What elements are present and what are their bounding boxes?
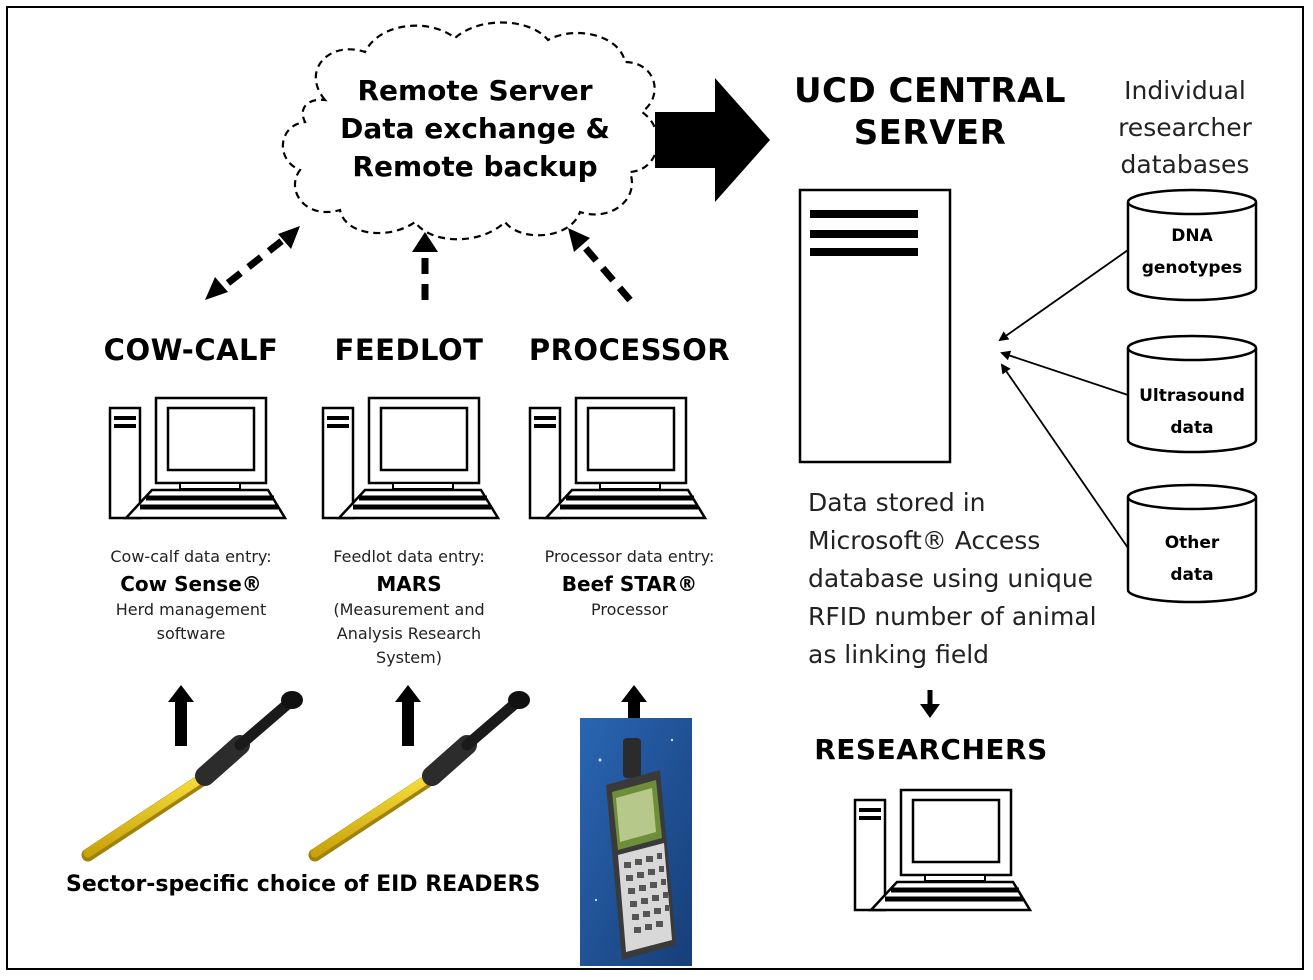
database-ultrasound-line-1: Ultrasound — [1139, 386, 1245, 406]
cloud-to-central-arrow — [655, 78, 770, 202]
dbs-line-1: Individual — [1124, 76, 1246, 105]
processor-entry: Processor data entry: — [544, 547, 715, 566]
storage-line-1: Data stored in — [808, 488, 986, 517]
feedlot-text: Feedlot data entry: MARS (Measurement an… — [305, 544, 513, 670]
cloud-label: Remote Server Data exchange & Remote bac… — [320, 72, 630, 186]
central-to-researchers-arrow — [920, 690, 940, 718]
database-cylinder-dna — [1126, 188, 1258, 302]
storage-line-2: Microsoft® Access — [808, 526, 1041, 555]
database-dna-label: DNA genotypes — [1128, 220, 1256, 284]
cloud-line-1: Remote Server — [357, 74, 593, 107]
cowcalf-reader-arrow — [168, 685, 194, 746]
processor-title: PROCESSOR — [528, 333, 731, 367]
storage-line-4: RFID number of animal — [808, 602, 1097, 631]
outer-frame — [6, 6, 1304, 970]
dbs-line-2: researcher — [1118, 113, 1252, 142]
cowcalf-text: Cow-calf data entry: Cow Sense® Herd man… — [88, 544, 294, 646]
feedlot-desc-2: Analysis Research — [336, 624, 482, 643]
cloud-line-3: Remote backup — [352, 150, 598, 183]
database-other-line-1: Other — [1164, 533, 1220, 553]
central-server-title: UCD CENTRAL SERVER — [790, 70, 1070, 154]
cowcalf-desc-1: Herd management — [115, 600, 267, 619]
processor-product: Beef STAR® — [561, 572, 698, 596]
researchers-computer-icon — [853, 788, 1033, 912]
cloud-line-2: Data exchange & — [340, 112, 610, 145]
processor-desc-1: Processor — [590, 600, 669, 619]
database-cylinder-other — [1126, 483, 1258, 604]
database-dna-line-2: genotypes — [1141, 258, 1243, 278]
feedlot-computer-icon — [321, 396, 501, 520]
eid-readers-caption: Sector-specific choice of EID READERS — [66, 872, 541, 897]
cowcalf-product: Cow Sense® — [120, 572, 262, 596]
feedlot-title: FEEDLOT — [334, 333, 484, 367]
researcher-databases-label: Individual researcher databases — [1090, 72, 1280, 183]
eid-wand-reader-1-icon — [81, 691, 303, 862]
database-cylinder-ultrasound — [1126, 334, 1258, 454]
cowcalf-entry: Cow-calf data entry: — [110, 547, 272, 566]
feedlot-product: MARS — [376, 572, 442, 596]
central-title-line-2: SERVER — [853, 113, 1007, 153]
handheld-eid-reader-icon — [580, 718, 692, 966]
feedlot-cloud-dashed-arrow — [412, 232, 438, 300]
feedlot-reader-arrow — [395, 685, 421, 746]
processor-cloud-dashed-arrow — [568, 228, 633, 303]
cowcalf-cloud-dashed-arrow — [205, 226, 300, 300]
feedlot-desc-1: (Measurement and — [333, 600, 485, 619]
database-ultrasound-label: Ultrasound data — [1124, 380, 1260, 444]
processor-computer-icon — [528, 396, 708, 520]
database-other-label: Other data — [1128, 527, 1256, 591]
storage-line-3: database using unique — [808, 564, 1094, 593]
cowcalf-computer-icon — [108, 396, 288, 520]
eid-wand-reader-2-icon — [308, 691, 530, 862]
feedlot-desc-3: System) — [376, 648, 442, 667]
database-dna-line-1: DNA — [1171, 226, 1213, 246]
database-ultrasound-line-2: data — [1170, 418, 1214, 438]
central-title-line-1: UCD CENTRAL — [793, 71, 1067, 111]
storage-description: Data stored in Microsoft® Access databas… — [808, 484, 1126, 674]
cowcalf-desc-2: software — [156, 624, 226, 643]
remote-server-cloud — [281, 21, 659, 241]
storage-line-5: as linking field — [808, 640, 990, 669]
researchers-title: RESEARCHERS — [814, 733, 1048, 766]
dbs-line-3: databases — [1120, 150, 1250, 179]
database-link-arrows — [998, 249, 1129, 549]
feedlot-entry: Feedlot data entry: — [333, 547, 485, 566]
server-tower-icon — [798, 188, 952, 464]
processor-text: Processor data entry: Beef STAR® Process… — [525, 544, 734, 622]
cowcalf-title: COW-CALF — [103, 333, 279, 367]
database-other-line-2: data — [1170, 565, 1214, 585]
